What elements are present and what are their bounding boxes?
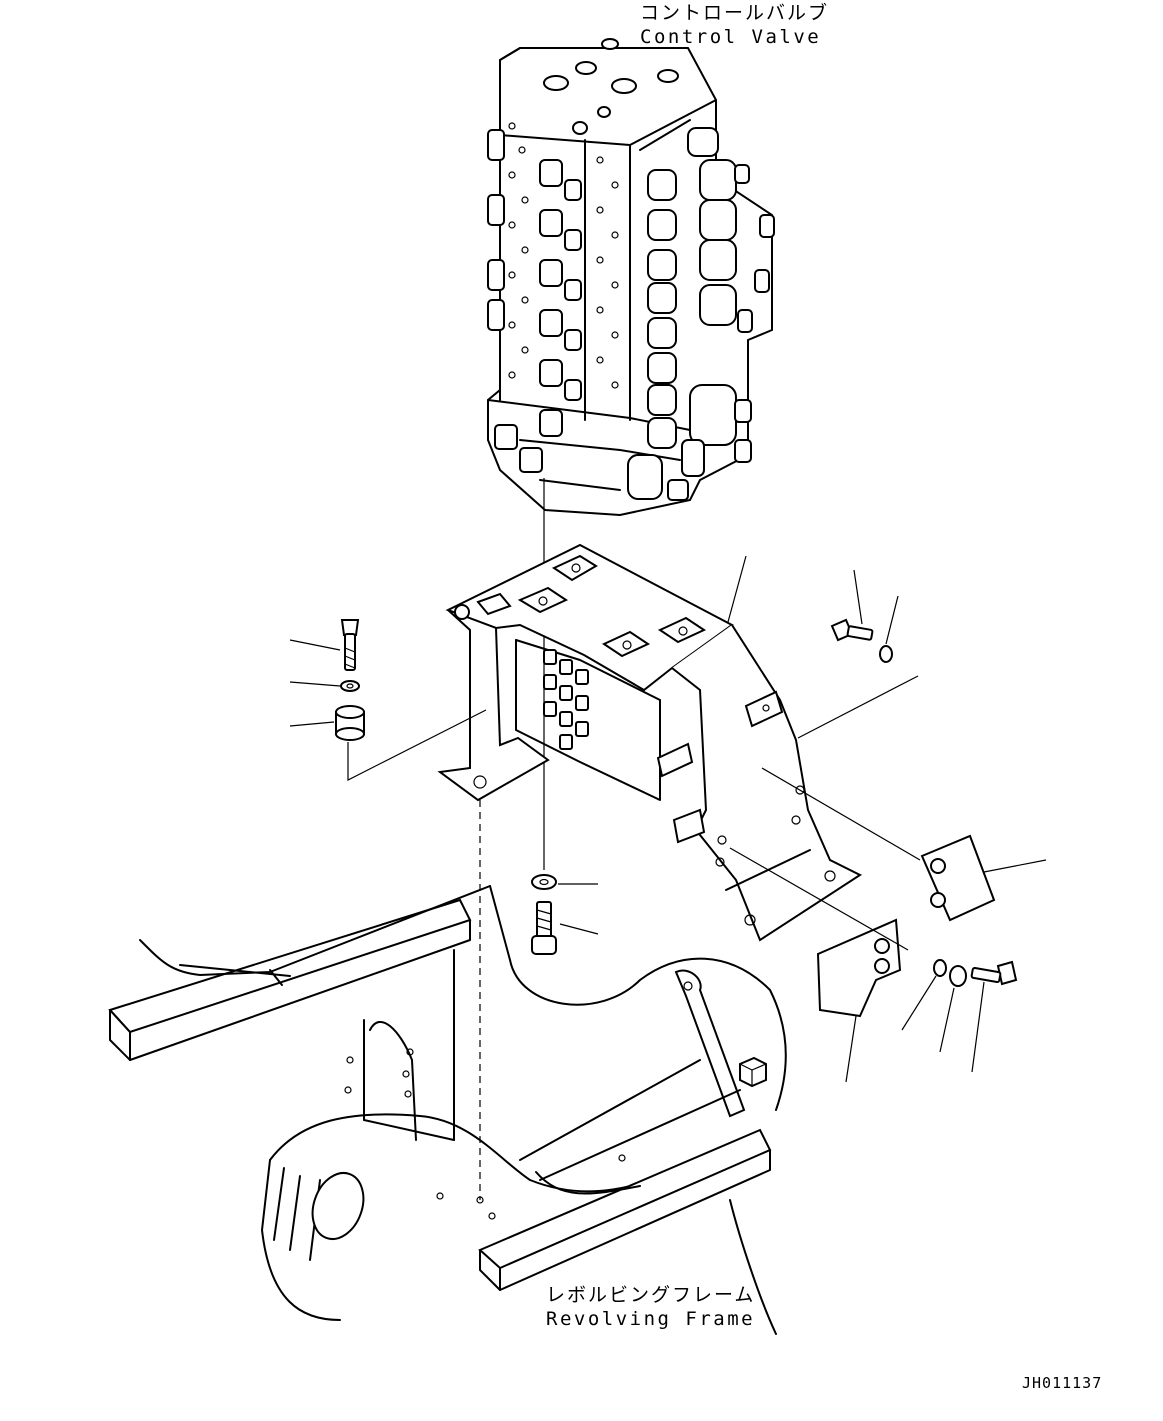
control-valve-en-label: Control Valve: [640, 26, 822, 48]
revolving-frame: [108, 800, 787, 1335]
right-top-hardware: [797, 569, 919, 739]
cover-plate-lower: [729, 847, 909, 1083]
cover-plate-right: [761, 767, 1047, 922]
revolving-frame-jp-label: レボルビングフレーム: [546, 1284, 756, 1306]
right-bottom-hardware: [901, 959, 1018, 1073]
center-hardware-stack: [531, 874, 599, 955]
bracket-leader: [727, 555, 747, 623]
valve-bracket: [437, 543, 863, 942]
control-valve-assembly: [487, 38, 775, 517]
drawing-id-label: JH011137: [1022, 1374, 1103, 1392]
left-hardware-stack: [289, 619, 487, 781]
revolving-frame-en-label: Revolving Frame: [546, 1308, 756, 1330]
control-valve-jp-label: コントロールバルブ: [640, 2, 830, 24]
